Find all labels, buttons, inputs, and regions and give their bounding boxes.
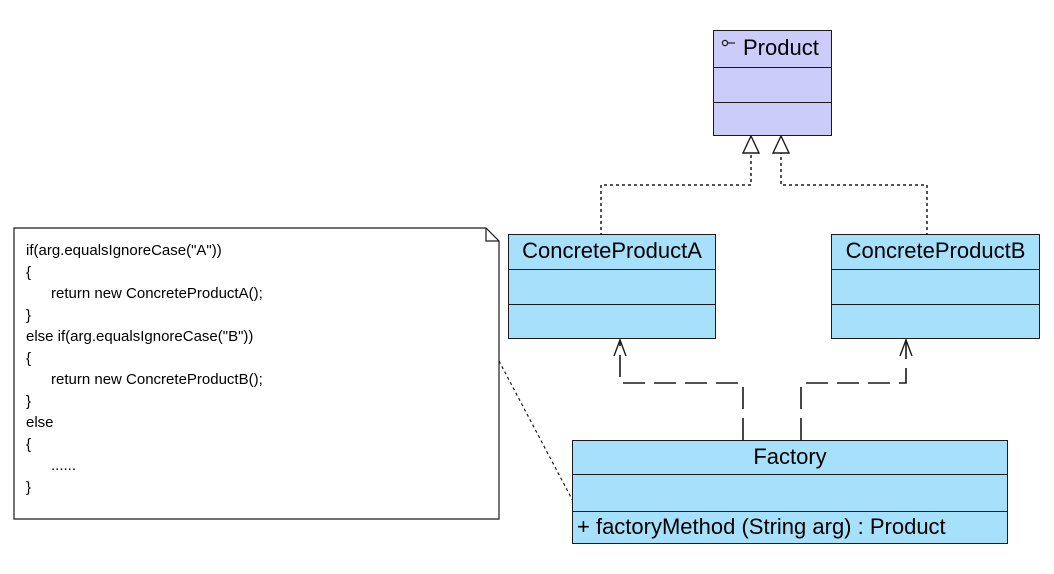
product-class-name: Product: [743, 35, 819, 60]
concrete-product-b-attributes: [832, 270, 1039, 305]
product-class[interactable]: Product: [713, 30, 832, 136]
concrete-product-a-header: ConcreteProductA: [509, 235, 715, 270]
note-line: return new ConcreteProductA();: [26, 285, 263, 302]
note-text: if(arg.equalsIgnoreCase("A")) { return n…: [26, 240, 263, 498]
concrete-product-b-class[interactable]: ConcreteProductB: [831, 234, 1040, 339]
concrete-product-a-operations: [509, 305, 715, 339]
note-line: return new ConcreteProductB();: [26, 371, 263, 388]
note-line: }: [26, 478, 32, 496]
concrete-product-a-class[interactable]: ConcreteProductA: [508, 234, 716, 339]
factory-class[interactable]: Factory + factoryMethod (String arg) : P…: [572, 440, 1008, 544]
note-line: {: [26, 263, 32, 281]
note-line: else if(arg.equalsIgnoreCase("B")): [26, 328, 254, 345]
dependency-arrowhead-b: [899, 338, 913, 357]
note-line: ......: [26, 457, 77, 474]
note-shape: [13, 227, 500, 520]
note-line: else: [26, 414, 54, 431]
factory-attributes: [573, 475, 1007, 512]
dependency-arrowhead-a: [613, 338, 627, 357]
note-anchor-line: [498, 360, 575, 504]
note-line: {: [26, 435, 32, 453]
note-line: }: [26, 306, 32, 324]
interface-lollipop-icon: [721, 39, 735, 47]
concrete-product-b-operations: [832, 305, 1039, 339]
note-line: }: [26, 392, 32, 410]
dependency-line-a: [619, 340, 744, 440]
product-attributes: [714, 68, 831, 103]
note-line: {: [26, 349, 32, 367]
product-operations: [714, 103, 831, 136]
realization-arrowhead-a: [741, 134, 761, 154]
factory-operations: + factoryMethod (String arg) : Product: [573, 512, 1007, 545]
dependency-line-b: [800, 340, 907, 440]
concrete-product-b-header: ConcreteProductB: [832, 235, 1039, 270]
note-line: if(arg.equalsIgnoreCase("A")): [26, 242, 222, 259]
factory-name: Factory: [753, 444, 827, 469]
realization-arrowhead-b: [771, 134, 791, 154]
product-class-header: Product: [714, 31, 831, 68]
note-fold: [485, 228, 499, 242]
concrete-product-b-name: ConcreteProductB: [845, 238, 1026, 263]
factory-method: + factoryMethod (String arg) : Product: [577, 514, 946, 539]
realization-line-a: [600, 153, 752, 236]
concrete-product-a-attributes: [509, 270, 715, 305]
factory-header: Factory: [573, 441, 1007, 475]
realization-line-b: [780, 153, 928, 236]
concrete-product-a-name: ConcreteProductA: [522, 238, 702, 263]
